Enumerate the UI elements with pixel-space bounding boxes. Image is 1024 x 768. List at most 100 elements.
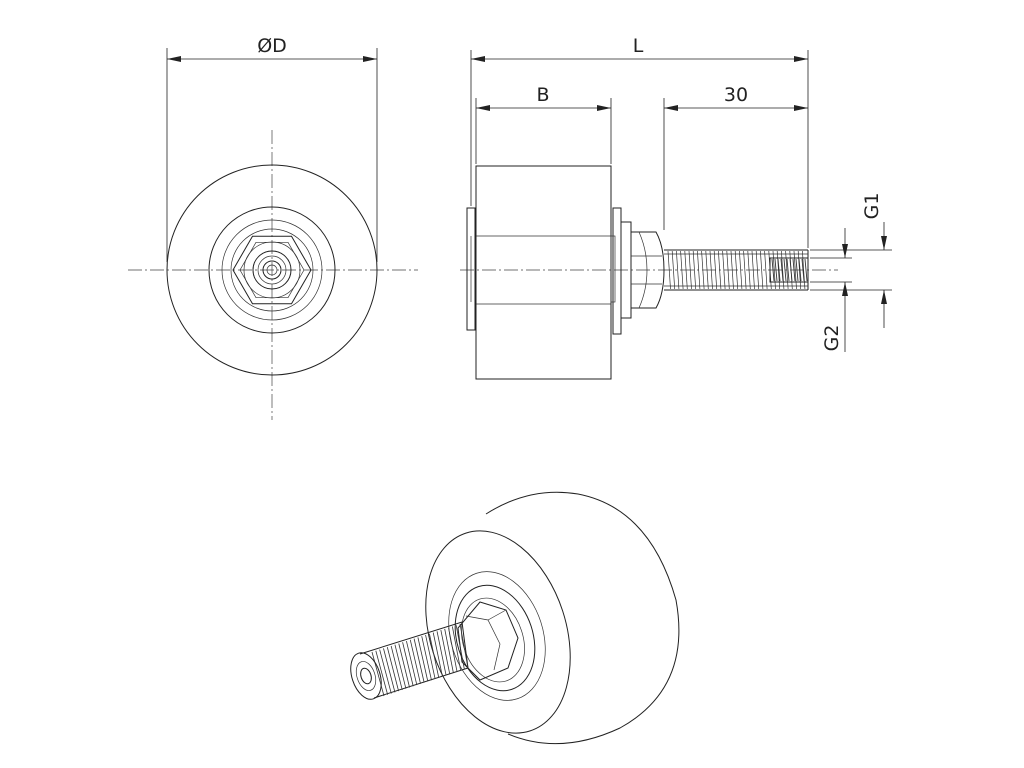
right-bearing-ring bbox=[610, 235, 616, 303]
bolt-inner-circle bbox=[266, 264, 278, 276]
thread-hatch-line bbox=[755, 250, 760, 290]
arrowhead bbox=[842, 244, 848, 258]
thread-hatch-line bbox=[676, 250, 680, 290]
thread-hatch-line bbox=[772, 250, 776, 290]
stud-thread-line bbox=[455, 625, 465, 670]
stud-thread-line bbox=[459, 623, 469, 669]
stud-thread-line bbox=[436, 631, 447, 676]
thread-hatch-line bbox=[781, 250, 785, 290]
thread-hatch-line bbox=[776, 250, 781, 290]
hex-nut-iso-edge bbox=[465, 615, 501, 671]
thread-length-dimension: 30 bbox=[663, 84, 808, 230]
thread-hatch-line bbox=[697, 250, 701, 290]
side-view bbox=[460, 165, 838, 380]
bore-hatch-line bbox=[774, 258, 778, 282]
stud-end-face bbox=[350, 652, 382, 700]
length-label: L bbox=[633, 35, 644, 57]
bore-hatch-line bbox=[780, 258, 784, 282]
bore-hatch-line bbox=[789, 258, 793, 282]
washer-circle bbox=[230, 228, 314, 312]
stud-thread-line bbox=[383, 648, 396, 693]
stud-thread-line bbox=[371, 651, 385, 697]
thread-hatch-line bbox=[718, 250, 722, 290]
thread-hatch-line bbox=[802, 250, 806, 290]
g1-label: G1 bbox=[861, 193, 883, 220]
thread-hatch-line bbox=[797, 250, 802, 290]
thread-hatch-line bbox=[747, 250, 751, 290]
stud-thread-line bbox=[409, 639, 421, 684]
stud-thread-line bbox=[406, 640, 418, 686]
thread-hatch-line bbox=[671, 250, 676, 290]
arrowhead bbox=[476, 105, 490, 111]
wheel-outer-circle bbox=[166, 164, 378, 376]
arrowhead bbox=[794, 105, 808, 111]
thread-hatch-line bbox=[760, 250, 764, 290]
bore-hatch-line bbox=[771, 258, 775, 282]
stud-thread-line bbox=[451, 626, 462, 671]
thread-hatch-line bbox=[701, 250, 705, 290]
stud-thread-line bbox=[402, 642, 414, 687]
hub-inner-circle bbox=[221, 219, 323, 321]
arrowhead bbox=[597, 105, 611, 111]
bolt-thread-circle bbox=[257, 255, 287, 285]
thread-hatch-line bbox=[667, 250, 671, 290]
wheel-body bbox=[475, 165, 612, 380]
bore-hatch-line bbox=[804, 258, 808, 282]
stud-iso-thread bbox=[371, 623, 469, 697]
thread-hatch-line bbox=[692, 250, 697, 290]
stud-thread-line bbox=[432, 632, 443, 677]
thread-diameter-dimensions: G1 G2 bbox=[810, 193, 892, 352]
stud-thread-line bbox=[425, 634, 436, 680]
bore-hatch-line bbox=[777, 258, 781, 282]
stud-thread-line bbox=[440, 630, 451, 675]
thread-hatch bbox=[667, 250, 806, 290]
hex-nut-chamfer bbox=[239, 241, 305, 299]
bore-hatch bbox=[771, 258, 808, 282]
thread-hatch-line bbox=[684, 250, 688, 290]
arrowhead bbox=[881, 236, 887, 250]
stud-thread-line bbox=[398, 643, 410, 688]
thread-hatch-line bbox=[730, 250, 734, 290]
thread-length-label: 30 bbox=[724, 84, 748, 106]
width-dimension: B bbox=[475, 84, 612, 164]
bore-hatch-line bbox=[801, 258, 805, 282]
bore-hatch-line bbox=[786, 258, 790, 282]
thread-hatch-line bbox=[793, 250, 797, 290]
arrowhead bbox=[363, 56, 377, 62]
right-washer-plate bbox=[612, 207, 622, 335]
stud-thread-line bbox=[375, 650, 389, 695]
washer-iso bbox=[454, 584, 536, 692]
stud-iso-outline bbox=[359, 621, 469, 699]
thread-hatch-line bbox=[680, 250, 684, 290]
bore-hatch-line bbox=[792, 258, 796, 282]
stud-thread-line bbox=[421, 636, 432, 681]
arrowhead bbox=[881, 290, 887, 304]
thread-hatch-line bbox=[785, 250, 789, 290]
left-washer-plate bbox=[466, 207, 476, 331]
thread-hatch-line bbox=[751, 250, 755, 290]
hex-nut-facet bbox=[638, 231, 648, 309]
bore-hatch-line bbox=[798, 258, 802, 282]
isometric-view bbox=[350, 491, 680, 745]
thread-hatch-line bbox=[726, 250, 730, 290]
stud-thread-line bbox=[379, 649, 392, 694]
diameter-label: ØD bbox=[257, 35, 287, 57]
stud-thread-line bbox=[394, 644, 407, 689]
stud-thread-line bbox=[448, 627, 458, 672]
stud-bore-iso bbox=[360, 667, 372, 685]
front-view bbox=[128, 130, 418, 420]
bolt-bore-circle bbox=[262, 260, 282, 280]
diameter-dimension: ØD bbox=[166, 35, 378, 262]
hex-nut-iso bbox=[457, 601, 519, 681]
hex-nut-iso-facet bbox=[487, 609, 507, 621]
thread-hatch-line bbox=[688, 250, 692, 290]
stud-thread-line bbox=[444, 628, 454, 673]
bore-hatch-line bbox=[795, 258, 799, 282]
arrowhead bbox=[842, 282, 848, 296]
stud-thread-line bbox=[429, 633, 440, 678]
length-dimension: L bbox=[470, 35, 809, 248]
stud-end-thread bbox=[355, 661, 377, 691]
wheel-cylinder-back bbox=[485, 491, 680, 745]
internal-bore bbox=[769, 257, 809, 283]
